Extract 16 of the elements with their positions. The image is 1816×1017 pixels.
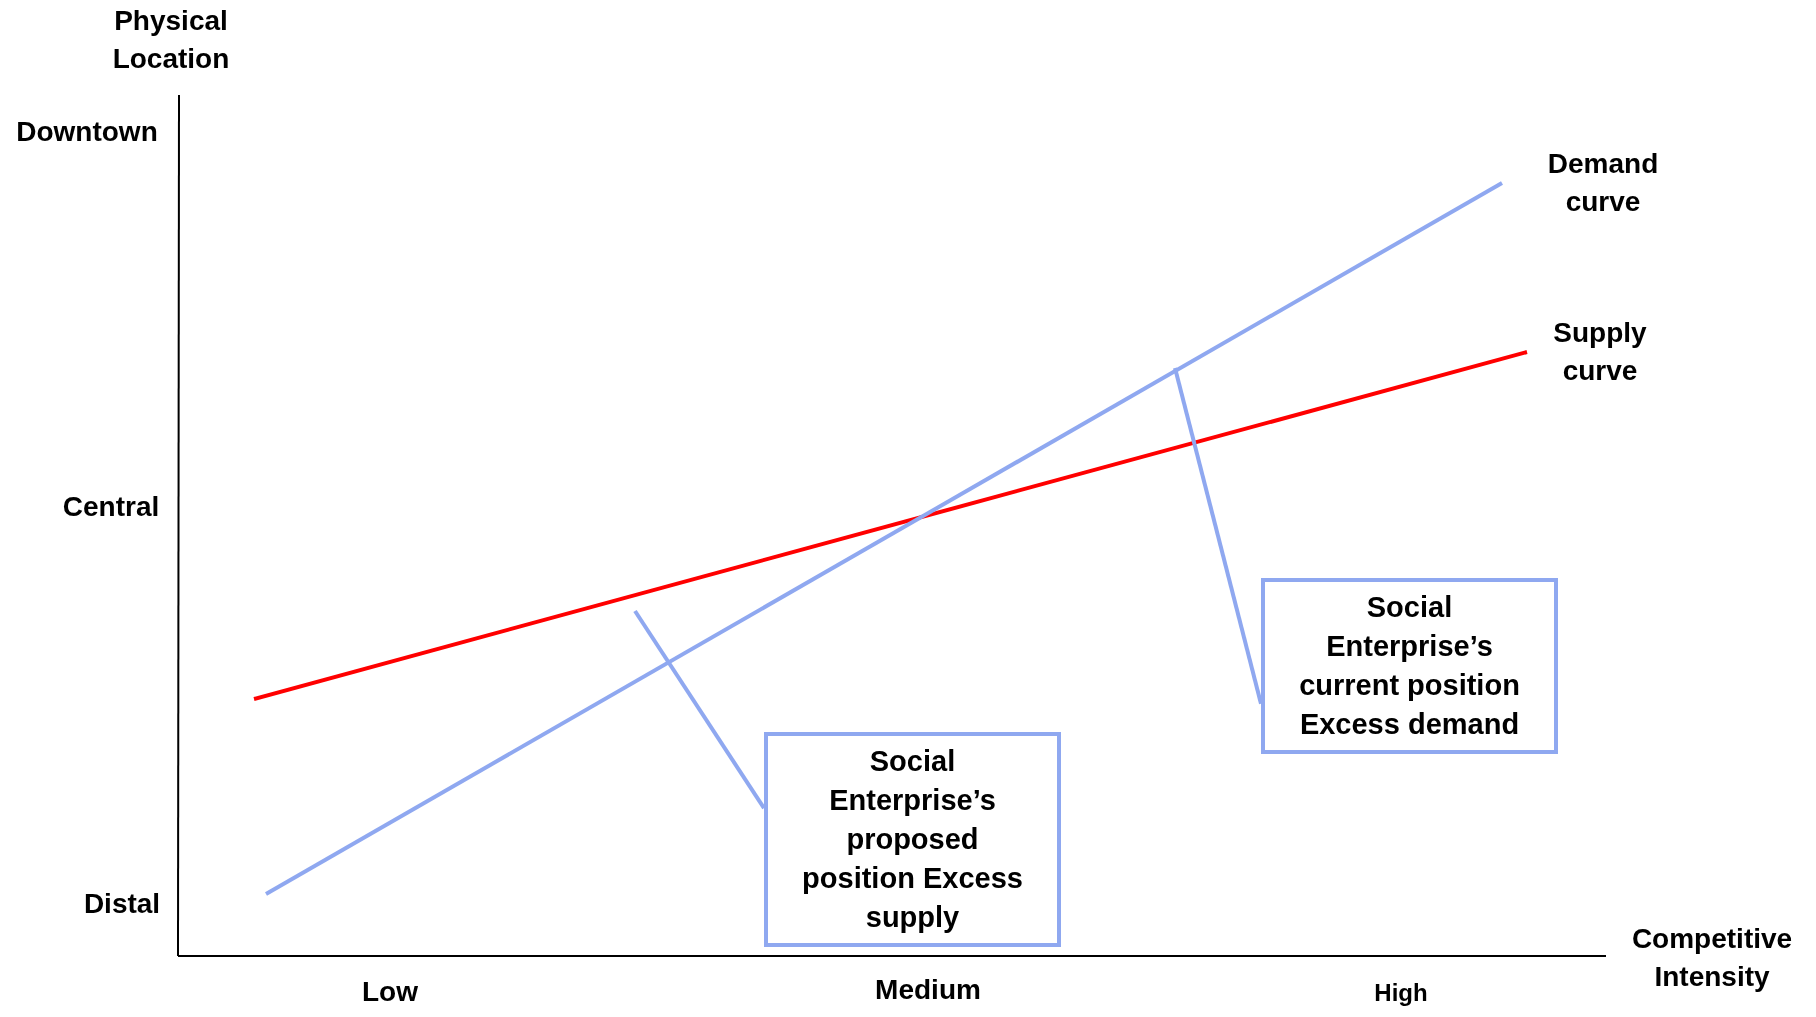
axis-tick-label: Low — [361, 975, 419, 1009]
curve-label: Supply curve — [1552, 316, 1648, 388]
axis-tick-label: Medium — [874, 973, 982, 1007]
axis-tick-label: Downtown — [15, 115, 159, 149]
axis-tick-label: Distal — [82, 887, 162, 921]
axis-tick-label: High — [1373, 978, 1429, 1008]
callout-box — [1261, 578, 1558, 754]
axis-title: Competitive Intensity — [1630, 922, 1794, 994]
leader-line — [633, 609, 766, 810]
leader-line — [1173, 367, 1263, 705]
axis-title: Physical Location — [111, 4, 231, 76]
axis-tick-label: Central — [61, 490, 161, 524]
callout-box — [764, 732, 1061, 947]
callout-text: Social Enterprise’s proposed position Excess supply — [801, 744, 1024, 935]
curve-label: Demand curve — [1546, 147, 1660, 219]
callout-text: Social Enterprise’s current position Excess demand — [1298, 590, 1521, 742]
